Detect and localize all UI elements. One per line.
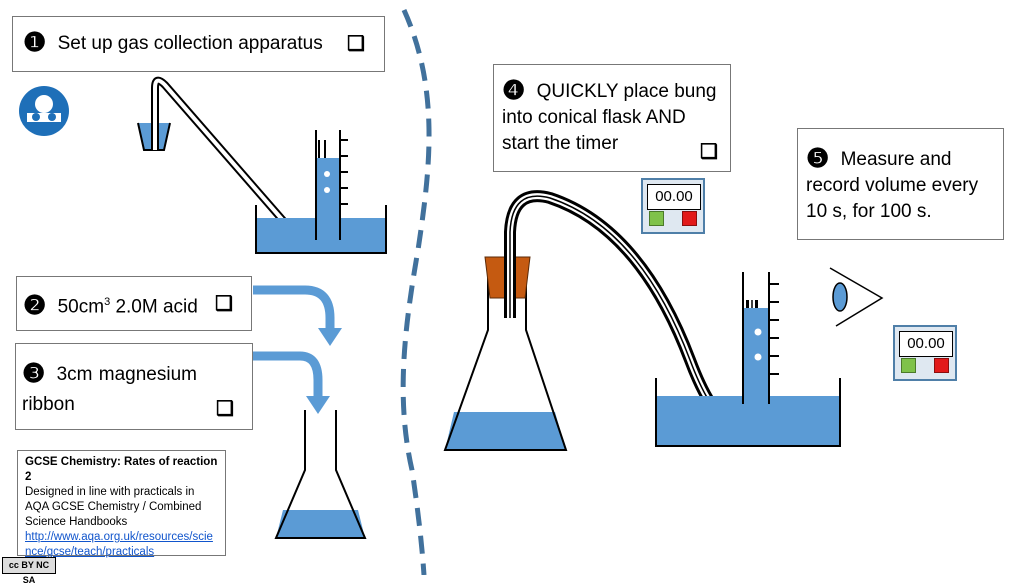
stop-button[interactable] bbox=[934, 358, 949, 373]
safety-goggles-icon bbox=[19, 86, 69, 136]
step1-apparatus bbox=[137, 76, 387, 254]
start-button[interactable] bbox=[901, 358, 916, 373]
step3-box: ❸ 3cm magnesium ribbon ❑ bbox=[15, 343, 253, 430]
small-conical-flask bbox=[274, 410, 367, 539]
step3-number: ❸ bbox=[22, 358, 46, 388]
apparatus-artwork bbox=[19, 8, 884, 575]
stop-button[interactable] bbox=[682, 211, 697, 226]
stopwatch-display: 00.00 bbox=[899, 331, 953, 357]
section-divider bbox=[400, 8, 432, 575]
pour-arrow-magnesium bbox=[253, 351, 330, 414]
step1-checkbox-icon[interactable]: ❑ bbox=[347, 33, 365, 55]
step2-text-amount: 50cm bbox=[57, 296, 105, 318]
start-button[interactable] bbox=[649, 211, 664, 226]
measuring-cylinder bbox=[742, 272, 779, 404]
credit-title: GCSE Chemistry: Rates of reaction 2 bbox=[25, 456, 218, 483]
step4-number: ❹ bbox=[502, 75, 526, 105]
step2-checkbox-icon[interactable]: ❑ bbox=[215, 293, 233, 315]
step3-text: 3cm magnesium ribbon bbox=[22, 364, 197, 415]
credit-body: Designed in line with practicals in AQA … bbox=[25, 486, 202, 528]
step2-text-acid: 2.0M acid bbox=[110, 296, 198, 318]
step3-checkbox-icon[interactable]: ❑ bbox=[216, 398, 234, 420]
stopwatch-icon: 00.00 bbox=[641, 178, 705, 234]
eye-icon bbox=[829, 267, 884, 327]
step1-number: ❶ bbox=[23, 27, 47, 57]
step2-box: ❷ 50cm3 2.0M acid ❑ bbox=[16, 276, 252, 331]
stopwatch-icon: 00.00 bbox=[893, 325, 957, 381]
step4-text: QUICKLY place bung into conical flask AN… bbox=[502, 81, 717, 154]
step4-checkbox-icon[interactable]: ❑ bbox=[700, 141, 718, 163]
pour-arrow-acid bbox=[253, 285, 342, 346]
cc-license-badge: cc BY NC SA bbox=[2, 557, 56, 585]
water-trough bbox=[655, 378, 841, 447]
step5-box: ❺ Measure and record volume every 10 s, … bbox=[797, 128, 1004, 240]
aqa-practicals-link[interactable]: http://www.aqa.org.uk/resources/science/… bbox=[25, 531, 213, 558]
step4-box: ❹ QUICKLY place bung into conical flask … bbox=[493, 64, 731, 172]
credit-box: GCSE Chemistry: Rates of reaction 2 Desi… bbox=[17, 450, 226, 558]
step1-box: ❶ Set up gas collection apparatus ❑ bbox=[12, 16, 385, 72]
step2-superscript: 3 bbox=[104, 296, 111, 308]
step5-number: ❺ bbox=[806, 143, 830, 173]
step1-text: Set up gas collection apparatus bbox=[57, 33, 323, 54]
step5-text: Measure and record volume every 10 s, fo… bbox=[806, 149, 979, 222]
stopwatch-display: 00.00 bbox=[647, 184, 701, 210]
step2-number: ❷ bbox=[23, 290, 47, 321]
